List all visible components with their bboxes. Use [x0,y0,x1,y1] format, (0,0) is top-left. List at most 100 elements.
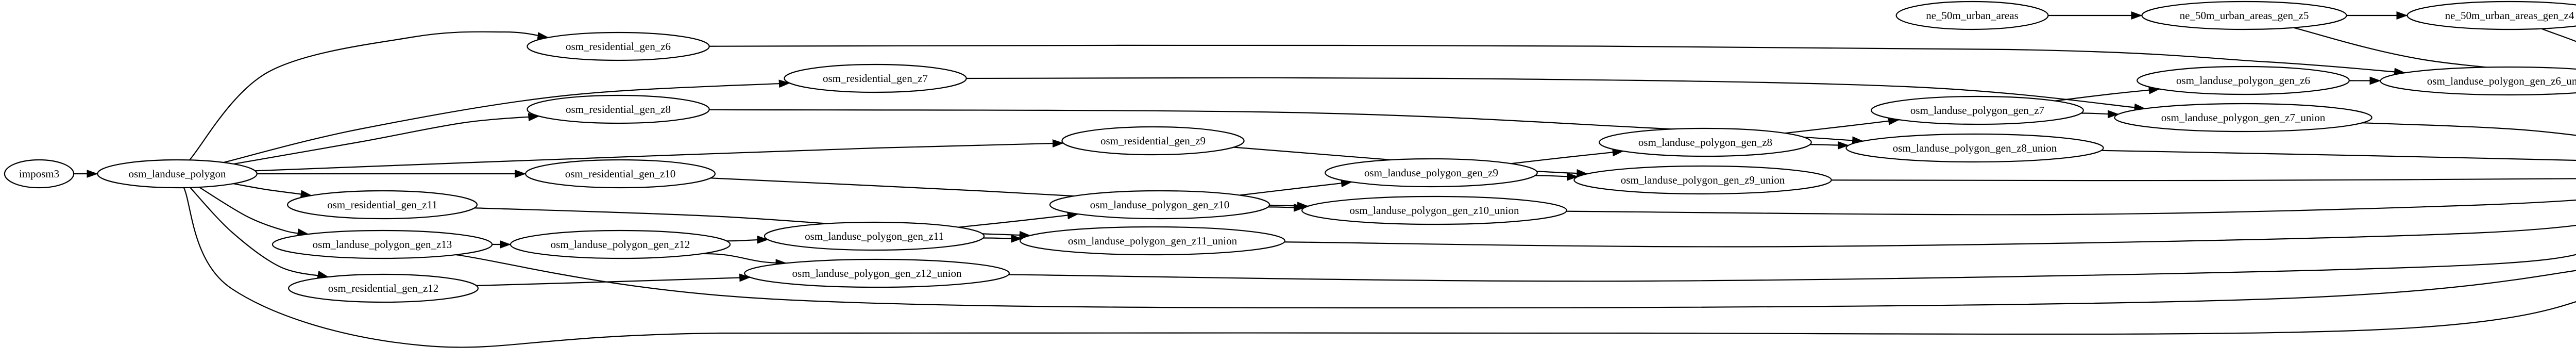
edge-osm_landuse_polygon-to-osm_landuse_polygon_gen_z13 [198,187,309,237]
edge-osm_residential_gen_z12-to-osm_landuse_polygon_gen_z12_union [476,273,751,286]
edge-osm_landuse_polygon_gen_z9-to-osm_landuse_polygon_gen_z8 [1511,148,1624,164]
node-label-osm_landuse_polygon_gen_z11_union: osm_landuse_polygon_gen_z11_union [1068,235,1238,247]
edge-osm_landuse_polygon-to-osm_residential_gen_z7 [223,79,790,163]
node-label-osm_landuse_polygon: osm_landuse_polygon [129,168,226,180]
node-label-osm_residential_gen_z11: osm_residential_gen_z11 [327,199,437,211]
edge-osm_landuse_polygon_gen_z9_union-to-layer_landuse-z9 [1831,178,2576,182]
node-osm_landuse_polygon: osm_landuse_polygon [97,159,258,189]
node-ellipse-ne_50m_urban_areas [1895,1,2049,30]
node-label-osm_residential_gen_z12: osm_residential_gen_z12 [328,282,439,294]
node-label-ne_50m_urban_areas_gen_z4: ne_50m_urban_areas_gen_z4 [2445,9,2574,22]
node-label-osm_residential_gen_z9: osm_residential_gen_z9 [1100,135,1206,147]
node-osm_landuse_polygon_gen_z7: osm_landuse_polygon_gen_z7 [1871,95,2084,125]
node-label-osm_landuse_polygon_gen_z8_union: osm_landuse_polygon_gen_z8_union [1893,142,2057,154]
node-osm_landuse_polygon_gen_z6: osm_landuse_polygon_gen_z6 [2137,65,2350,95]
node-label-osm_residential_gen_z7: osm_residential_gen_z7 [823,72,928,85]
node-osm_residential_gen_z8: osm_residential_gen_z8 [527,94,710,124]
node-ellipse-ne_50m_urban_areas_gen_z4 [2406,1,2576,30]
node-label-osm_landuse_polygon_gen_z10_union: osm_landuse_polygon_gen_z10_union [1350,204,1519,217]
node-ellipse-osm_landuse_polygon_gen_z9_union [1573,165,1832,195]
node-label-osm_landuse_polygon_gen_z8: osm_landuse_polygon_gen_z8 [1638,136,1772,149]
node-osm_landuse_polygon_gen_z6_union: osm_landuse_polygon_gen_z6_union [2380,66,2576,96]
edge-osm_landuse_polygon_gen_z11-to-osm_landuse_polygon_gen_z10 [958,211,1079,228]
node-label-osm_residential_gen_z8: osm_residential_gen_z8 [566,103,671,116]
edge-osm_landuse_polygon-to-layer_landuse-z14+ [183,187,2576,348]
node-ellipse-osm_landuse_polygon [97,159,258,189]
node-osm_landuse_polygon_gen_z10: osm_landuse_polygon_gen_z10 [1049,190,1270,220]
node-osm_landuse_polygon_gen_z12_union: osm_landuse_polygon_gen_z12_union [743,258,1010,288]
node-ellipse-osm_landuse_polygon_gen_z8_union [1845,133,2104,163]
node-ne_50m_urban_areas_gen_z4: ne_50m_urban_areas_gen_z4 [2406,1,2576,30]
node-ellipse-osm_landuse_polygon_gen_z7 [1871,95,2084,125]
node-ellipse-osm_landuse_polygon_gen_z12_union [743,258,1010,288]
edge-osm_landuse_polygon_gen_z12_union-to-layer_landuse-z12 [1008,254,2576,282]
node-osm_residential_gen_z10: osm_residential_gen_z10 [524,159,716,189]
node-label-osm_residential_gen_z6: osm_residential_gen_z6 [566,40,671,53]
edge-osm_landuse_polygon_gen_z9-to-osm_landuse_polygon_gen_z9_union [1535,172,1579,181]
edge-osm_landuse_polygon_gen_z11-to-osm_landuse_polygon_gen_z11_union [983,234,1023,243]
node-label-ne_50m_urban_areas: ne_50m_urban_areas [1926,9,2019,22]
edge-osm_landuse_polygon_gen_z7-to-osm_landuse_polygon_gen_z6 [2055,86,2160,102]
edge-osm_landuse_polygon_gen_z13-to-layer_landuse-z13 [455,254,2576,309]
node-ellipse-osm_residential_gen_z10 [524,159,716,189]
node-label-osm_landuse_polygon_gen_z6_union: osm_landuse_polygon_gen_z6_union [2427,75,2576,87]
node-osm_landuse_polygon_gen_z11_union: osm_landuse_polygon_gen_z11_union [1019,226,1285,256]
node-label-osm_landuse_polygon_gen_z7_union: osm_landuse_polygon_gen_z7_union [2161,111,2326,124]
node-ellipse-osm_landuse_polygon_gen_z10 [1049,190,1270,220]
node-osm_landuse_polygon_gen_z8: osm_landuse_polygon_gen_z8 [1599,127,1812,157]
node-ellipse-osm_residential_gen_z6 [527,31,710,61]
edge-osm_residential_gen_z6-to-osm_landuse_polygon_gen_z6_union [709,44,2406,76]
node-imposm3: imposm3 [4,159,75,189]
node-label-osm_landuse_polygon_gen_z9_union: osm_landuse_polygon_gen_z9_union [1621,174,1785,186]
node-osm_landuse_polygon_gen_z11: osm_landuse_polygon_gen_z11 [764,221,985,251]
node-ne_50m_urban_areas: ne_50m_urban_areas [1895,1,2049,30]
node-ellipse-osm_landuse_polygon_gen_z7_union [2114,103,2372,133]
node-label-osm_landuse_polygon_gen_z9: osm_landuse_polygon_gen_z9 [1364,167,1498,179]
node-ellipse-osm_landuse_polygon_gen_z13 [272,229,493,259]
node-osm_residential_gen_z9: osm_residential_gen_z9 [1061,126,1245,156]
node-ellipse-osm_landuse_polygon_gen_z6_union [2380,66,2576,96]
node-label-ne_50m_urban_areas_gen_z5: ne_50m_urban_areas_gen_z5 [2180,9,2309,22]
node-osm_landuse_polygon_gen_z9_union: osm_landuse_polygon_gen_z9_union [1573,165,1832,195]
node-osm_landuse_polygon_gen_z12: osm_landuse_polygon_gen_z12 [510,229,731,259]
node-ne_50m_urban_areas_gen_z5: ne_50m_urban_areas_gen_z5 [2141,1,2347,30]
node-label-osm_landuse_polygon_gen_z12_union: osm_landuse_polygon_gen_z12_union [792,267,962,279]
node-osm_landuse_polygon_gen_z9: osm_landuse_polygon_gen_z9 [1325,158,1538,188]
node-osm_residential_gen_z6: osm_residential_gen_z6 [527,31,710,61]
edge-osm_landuse_polygon_gen_z11_union-to-layer_landuse-z11 [1284,224,2576,248]
edge-osm_landuse_polygon_gen_z10-to-osm_landuse_polygon_gen_z9 [1240,179,1352,196]
edge-osm_landuse_polygon_gen_z8-to-osm_landuse_polygon_gen_z8_union [1810,141,1849,150]
node-label-osm_landuse_polygon_gen_z7: osm_landuse_polygon_gen_z7 [1910,104,2044,117]
node-ellipse-osm_landuse_polygon_gen_z11 [764,221,985,251]
node-osm_residential_gen_z11: osm_residential_gen_z11 [286,190,478,220]
node-label-osm_landuse_polygon_gen_z13: osm_landuse_polygon_gen_z13 [313,238,452,251]
node-label-imposm3: imposm3 [19,168,59,180]
edge-ne_50m_urban_areas_gen_z4-to-layer_landuse-z4 [2541,28,2576,42]
node-label-osm_landuse_polygon_gen_z12: osm_landuse_polygon_gen_z12 [551,238,690,251]
node-ellipse-osm_landuse_polygon_gen_z9 [1325,158,1538,188]
edge-osm_landuse_polygon-to-osm_residential_gen_z6 [189,31,549,161]
node-ellipse-osm_landuse_polygon_gen_z10_union [1301,195,1568,225]
node-osm_residential_gen_z7: osm_residential_gen_z7 [784,63,967,93]
node-ellipse-osm_residential_gen_z7 [784,63,967,93]
node-osm_landuse_polygon_gen_z8_union: osm_landuse_polygon_gen_z8_union [1845,133,2104,163]
node-ellipse-osm_landuse_polygon_gen_z12 [510,229,731,259]
node-ellipse-osm_residential_gen_z9 [1061,126,1245,156]
node-label-osm_landuse_polygon_gen_z11: osm_landuse_polygon_gen_z11 [805,230,944,242]
edge-osm_landuse_polygon_gen_z7_union-to-layer_landuse-z7 [2362,122,2576,136]
edge-osm_landuse_polygon-to-osm_residential_gen_z11 [233,183,312,199]
node-label-osm_residential_gen_z10: osm_residential_gen_z10 [565,168,676,180]
node-osm_landuse_polygon_gen_z13: osm_landuse_polygon_gen_z13 [272,229,493,259]
node-ellipse-osm_residential_gen_z12 [287,273,479,303]
edge-osm_landuse_polygon-to-osm_residential_gen_z9 [255,139,1064,172]
edge-osm_landuse_polygon-to-osm_residential_gen_z12 [190,187,329,279]
node-ellipse-ne_50m_urban_areas_gen_z5 [2141,1,2347,30]
node-osm_landuse_polygon_gen_z7_union: osm_landuse_polygon_gen_z7_union [2114,103,2372,133]
node-ellipse-osm_landuse_polygon_gen_z6 [2137,65,2350,95]
nodes-layer: imposm3 osm_landuse_polygon osm_residentia… [4,1,2576,303]
edge-osm_residential_gen_z7-to-osm_landuse_polygon_gen_z7_union [966,77,2146,112]
node-ellipse-osm_residential_gen_z8 [527,94,710,124]
node-label-osm_landuse_polygon_gen_z10: osm_landuse_polygon_gen_z10 [1090,199,1230,211]
